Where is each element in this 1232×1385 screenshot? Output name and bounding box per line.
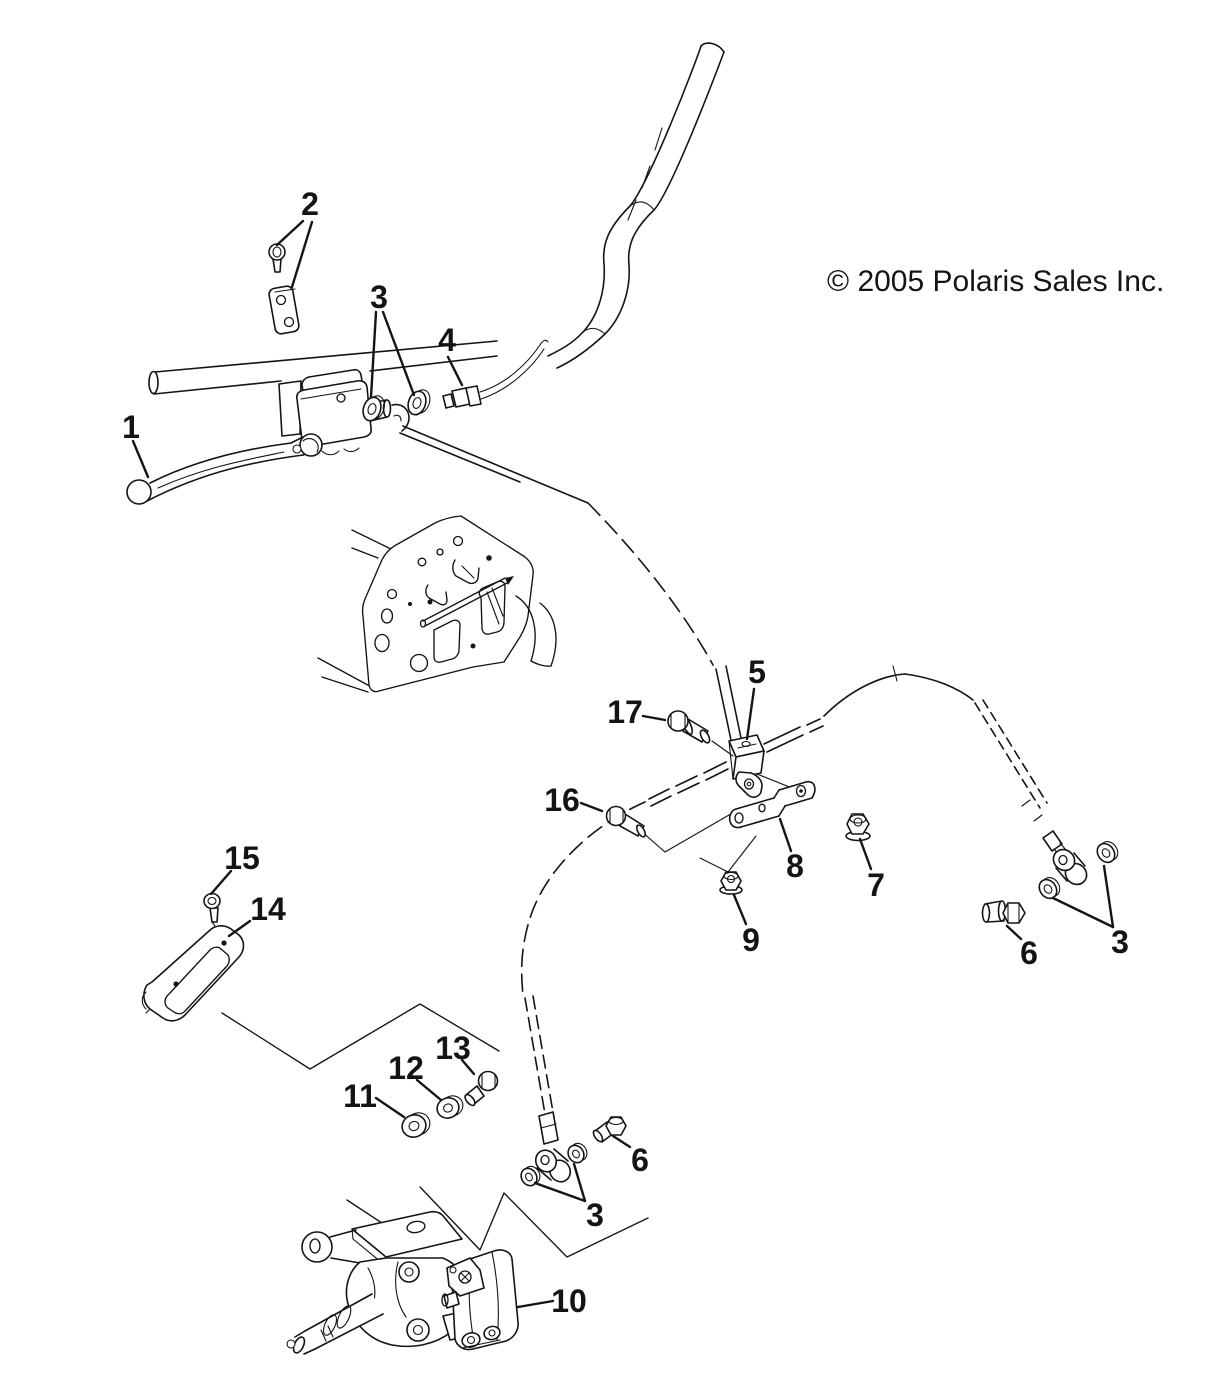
callout-11-label: 11 bbox=[343, 1078, 377, 1114]
callout-1-leader bbox=[131, 439, 150, 479]
callout-11-leader bbox=[374, 1096, 406, 1119]
callout-2-leader bbox=[290, 220, 314, 289]
handlebar-clamp bbox=[268, 285, 300, 335]
callout-10-leader bbox=[516, 1299, 555, 1309]
callout-17-label: 17 bbox=[607, 694, 643, 730]
brake-line-bracket bbox=[728, 780, 816, 829]
caliper-washers bbox=[401, 1095, 464, 1138]
callout-2-label: 2 bbox=[301, 186, 319, 222]
callout-12-label: 12 bbox=[388, 1050, 424, 1086]
brake-hose-right-branch bbox=[763, 665, 1067, 857]
assembly-guide-lines bbox=[221, 740, 798, 1258]
callout-15-leader bbox=[209, 869, 233, 896]
callout-9-label: 9 bbox=[742, 922, 760, 958]
hex-bolt-lower bbox=[592, 1116, 627, 1143]
callout-7-leader bbox=[858, 837, 873, 871]
callout-10-label: 10 bbox=[551, 1283, 587, 1319]
callout-14-label: 14 bbox=[250, 891, 286, 927]
callout-7-label: 7 bbox=[867, 867, 885, 903]
handlebar bbox=[148, 42, 725, 395]
flange-bolt-16 bbox=[605, 805, 647, 838]
callout-17-leader bbox=[641, 714, 667, 722]
flange-bolt-17 bbox=[667, 710, 711, 744]
callout-16-leader bbox=[579, 801, 604, 813]
callout-8-label: 8 bbox=[786, 848, 804, 884]
brake-hose-left-branch bbox=[520, 761, 729, 1121]
callout-14-leader bbox=[227, 919, 252, 938]
callout-5-leader bbox=[745, 687, 756, 741]
flange-nut-9 bbox=[719, 871, 743, 895]
callout-5-label: 5 bbox=[748, 654, 766, 690]
callout-3-handlebar-leader bbox=[369, 310, 378, 399]
callout-6-lower-leader bbox=[611, 1134, 632, 1149]
callout-2-leader bbox=[275, 219, 305, 247]
callout-9-leader bbox=[732, 893, 748, 926]
caliper-bolt bbox=[464, 1070, 499, 1107]
brake-switch-connector bbox=[442, 339, 549, 409]
brake-line-upper bbox=[399, 425, 742, 741]
callout-3-lower-label: 3 bbox=[586, 1197, 604, 1233]
copyright-text: © 2005 Polaris Sales Inc. bbox=[827, 265, 1164, 298]
callout-16-label: 16 bbox=[544, 782, 580, 818]
callout-6-lower-label: 6 bbox=[631, 1142, 649, 1178]
callout-4-label: 4 bbox=[438, 322, 456, 358]
callout-6-right-leader bbox=[1005, 924, 1023, 941]
tee-fitting bbox=[728, 734, 765, 798]
callout-13-leader bbox=[460, 1058, 476, 1076]
callout-8-leader bbox=[778, 817, 793, 853]
banjo-washers-handlebar bbox=[362, 389, 431, 422]
callout-3-right-leader bbox=[1051, 896, 1115, 929]
callout-3-lower-leader bbox=[572, 1162, 587, 1203]
lower-banjo-washers bbox=[520, 1142, 588, 1187]
callout-3-handlebar-label: 3 bbox=[370, 279, 388, 315]
callout-6-right-label: 6 bbox=[1020, 935, 1038, 971]
callout-3-handlebar-leader bbox=[381, 310, 416, 397]
callout-12-leader bbox=[415, 1078, 443, 1102]
callout-4-leader bbox=[446, 355, 464, 387]
right-banjo-fitting bbox=[1052, 848, 1088, 886]
frame-plate bbox=[317, 515, 557, 693]
brake-lever bbox=[126, 435, 317, 505]
clamp-screw bbox=[268, 243, 286, 273]
flange-nut-7 bbox=[845, 813, 871, 842]
guard-screw bbox=[203, 892, 221, 927]
brake-caliper bbox=[441, 1249, 519, 1351]
steering-knuckle bbox=[286, 1210, 481, 1355]
callout-13-label: 13 bbox=[435, 1030, 471, 1066]
callout-3-right-leader bbox=[1102, 864, 1115, 929]
lower-banjo-fitting bbox=[534, 1111, 572, 1183]
hose-guard bbox=[141, 925, 245, 1022]
callout-3-right-label: 3 bbox=[1111, 924, 1129, 960]
callout-1-label: 1 bbox=[122, 409, 140, 445]
right-banjo-washers bbox=[1038, 841, 1119, 900]
callout-15-label: 15 bbox=[224, 840, 260, 876]
callout-3-lower-leader bbox=[533, 1181, 587, 1203]
master-cylinder bbox=[278, 368, 410, 457]
hex-bolt-right bbox=[981, 900, 1026, 924]
